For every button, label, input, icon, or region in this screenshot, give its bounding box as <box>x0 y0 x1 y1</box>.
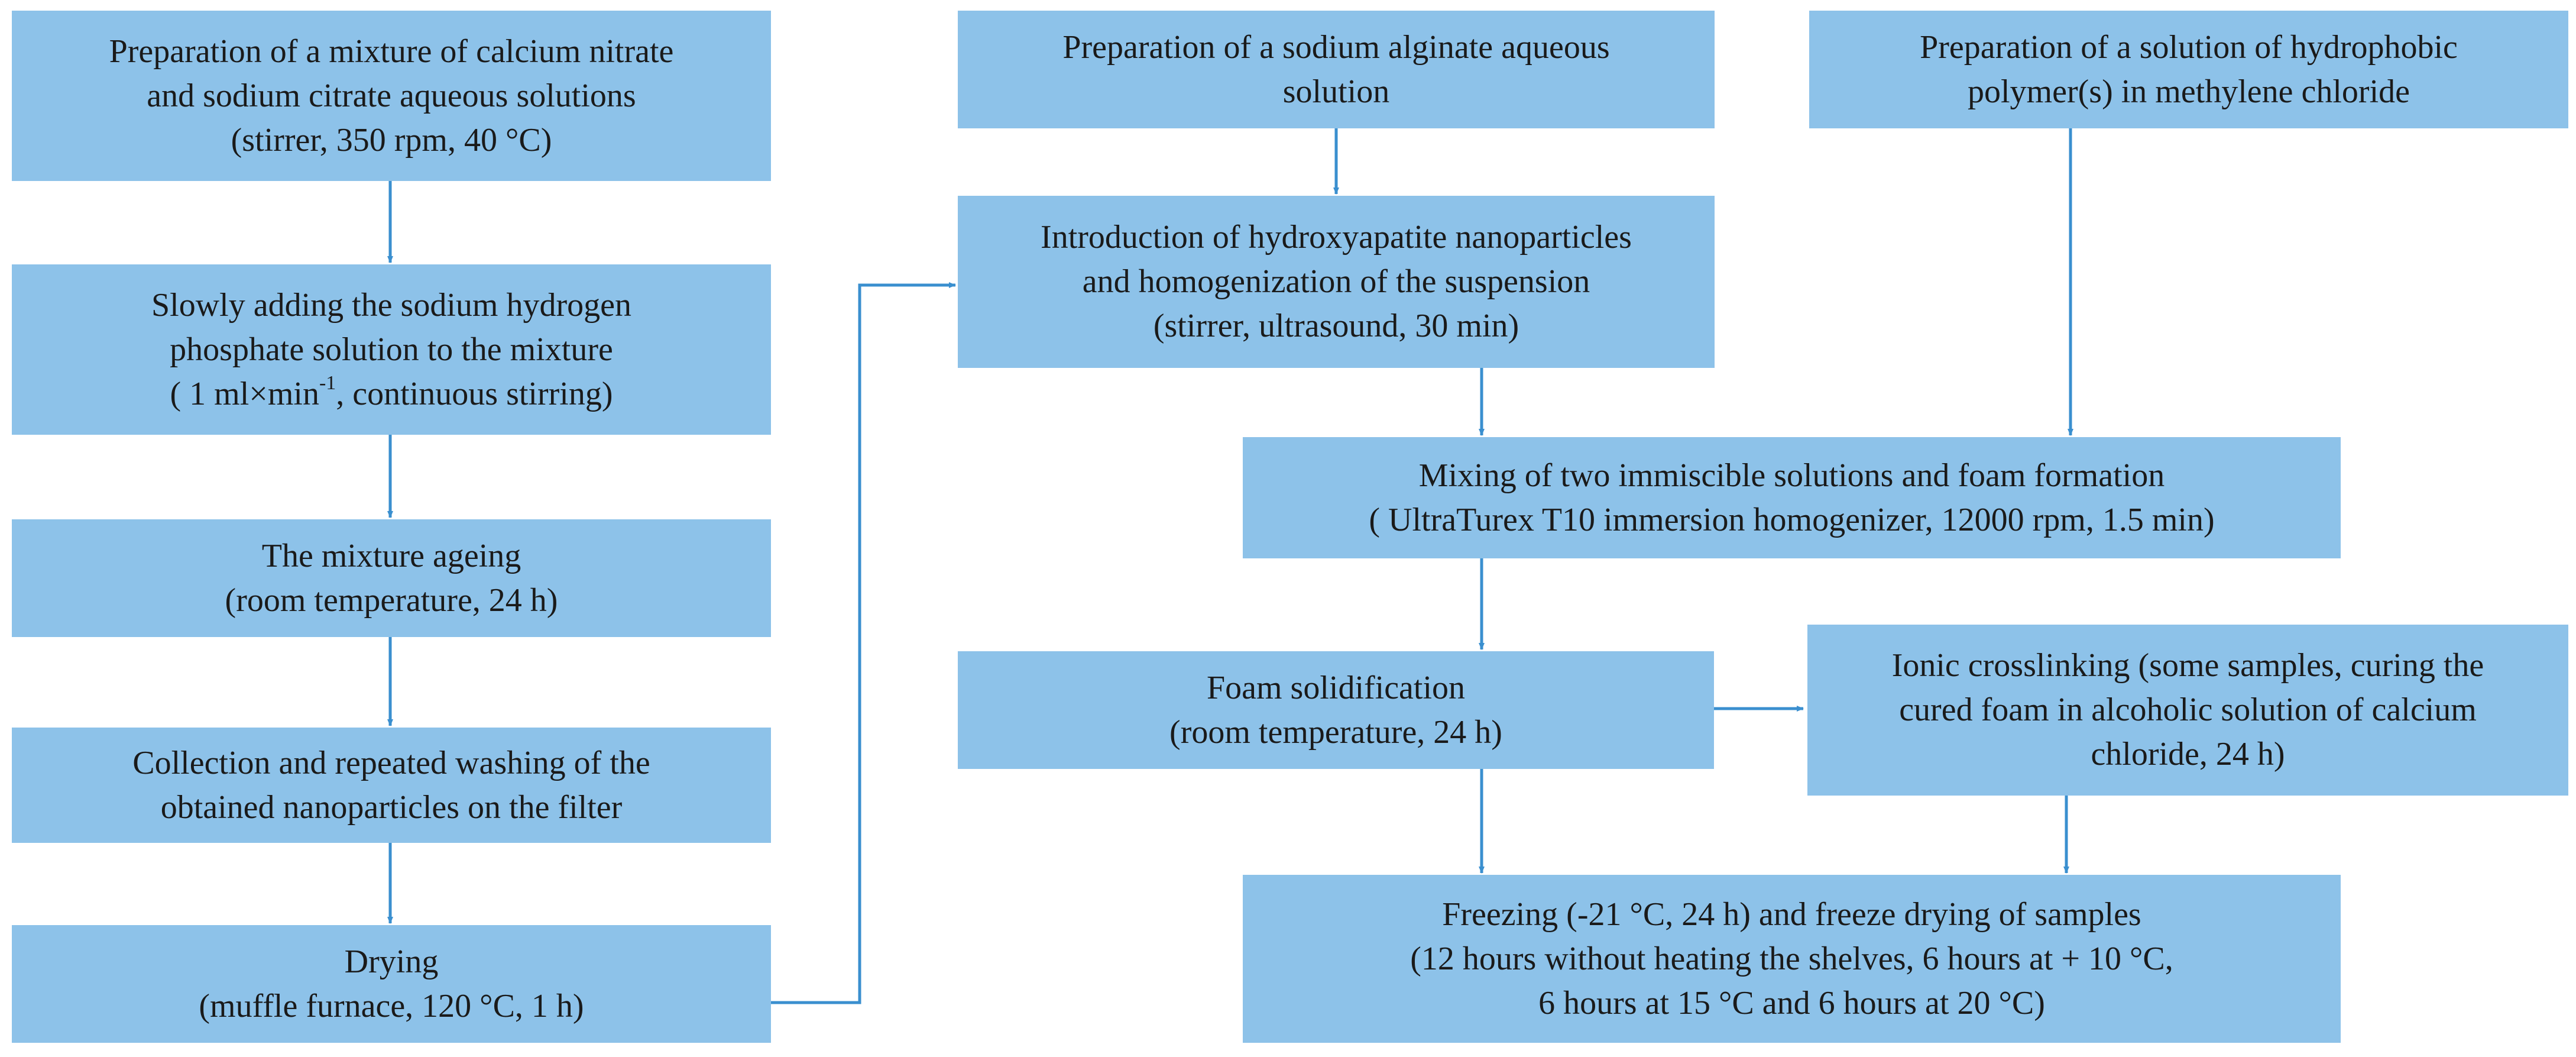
box-text-line: and homogenization of the suspension <box>1082 263 1590 300</box>
box-text-line: Slowly adding the sodium hydrogen <box>151 286 631 324</box>
box-text-line: Freezing (-21 °C, 24 h) and freeze dryin… <box>1442 896 2141 933</box>
box-text-line: and sodium citrate aqueous solutions <box>147 77 636 114</box>
box-text-line: phosphate solution to the mixture <box>170 331 613 368</box>
step-foam-solidification: Foam solidification (room temperature, 2… <box>958 651 1714 769</box>
box-text-line: (room temperature, 24 h) <box>225 581 558 619</box>
step-mixing-foam-formation: Mixing of two immiscible solutions and f… <box>1243 437 2341 558</box>
box-text-line: (stirrer, 350 rpm, 40 °C) <box>231 121 552 159</box>
box-text-line: obtained nanoparticles on the filter <box>160 788 623 826</box>
box-text-line: (12 hours without heating the shelves, 6… <box>1410 940 2173 977</box>
box-text-line: ( UltraTurex T10 immersion homogenizer, … <box>1369 501 2215 538</box>
step-sodium-alginate-solution: Preparation of a sodium alginate aqueous… <box>958 11 1715 128</box>
step-drying: Drying (muffle furnace, 120 °C, 1 h) <box>12 925 771 1043</box>
box-text-line: solution <box>1282 73 1390 110</box>
box-text-line: Collection and repeated washing of the <box>132 744 650 781</box>
box-text-line: Foam solidification <box>1206 669 1466 706</box>
box-text-line: (stirrer, ultrasound, 30 min) <box>1153 308 1519 344</box>
box-text-line: cured foam in alcoholic solution of calc… <box>1899 691 2477 728</box>
step-ionic-crosslinking: Ionic crosslinking (some samples, curing… <box>1807 625 2568 796</box>
step-hydroxyapatite-introduction: Introduction of hydroxyapatite nanoparti… <box>958 196 1715 368</box>
rate-prefix: ( 1 ml×min <box>170 375 319 412</box>
box-text-line: Preparation of a mixture of calcium nitr… <box>109 33 674 70</box>
box-text-line: Preparation of a sodium alginate aqueous <box>1062 28 1610 66</box>
box-text-line: Preparation of a solution of hydrophobic <box>1920 28 2458 66</box>
step-calcium-nitrate-mixture: Preparation of a mixture of calcium nitr… <box>12 11 771 181</box>
rate-exponent: -1 <box>319 371 336 394</box>
rate-suffix: , continuous stirring) <box>336 375 613 412</box>
box-text-line: Drying <box>344 943 439 980</box>
box-text-line: Introduction of hydroxyapatite nanoparti… <box>1041 219 1632 256</box>
box-text-line: polymer(s) in methylene chloride <box>1968 73 2410 110</box>
box-text-line: (room temperature, 24 h) <box>1169 713 1502 751</box>
step-freezing-freeze-drying: Freezing (-21 °C, 24 h) and freeze dryin… <box>1243 875 2341 1043</box>
box-text-line: (muffle furnace, 120 °C, 1 h) <box>199 987 584 1024</box>
box-text-line: The mixture ageing <box>261 537 521 574</box>
box-text-line: chloride, 24 h) <box>2091 736 2285 772</box>
step-mixture-ageing: The mixture ageing (room temperature, 24… <box>12 519 771 637</box>
box-text-line: 6 hours at 15 °C and 6 hours at 20 °C) <box>1538 984 2045 1022</box>
step-collection-washing: Collection and repeated washing of the o… <box>12 728 771 843</box>
step-adding-phosphate: Slowly adding the sodium hydrogen phosph… <box>12 264 771 435</box>
box-text-line: ( 1 ml×min-1, continuous stirring) <box>170 372 613 416</box>
box-text-line: Ionic crosslinking (some samples, curing… <box>1891 647 2484 684</box>
box-text-line: Mixing of two immiscible solutions and f… <box>1418 457 2165 494</box>
step-hydrophobic-polymer-solution: Preparation of a solution of hydrophobic… <box>1809 11 2568 128</box>
arrow-b5-to-b8 <box>771 282 956 1004</box>
